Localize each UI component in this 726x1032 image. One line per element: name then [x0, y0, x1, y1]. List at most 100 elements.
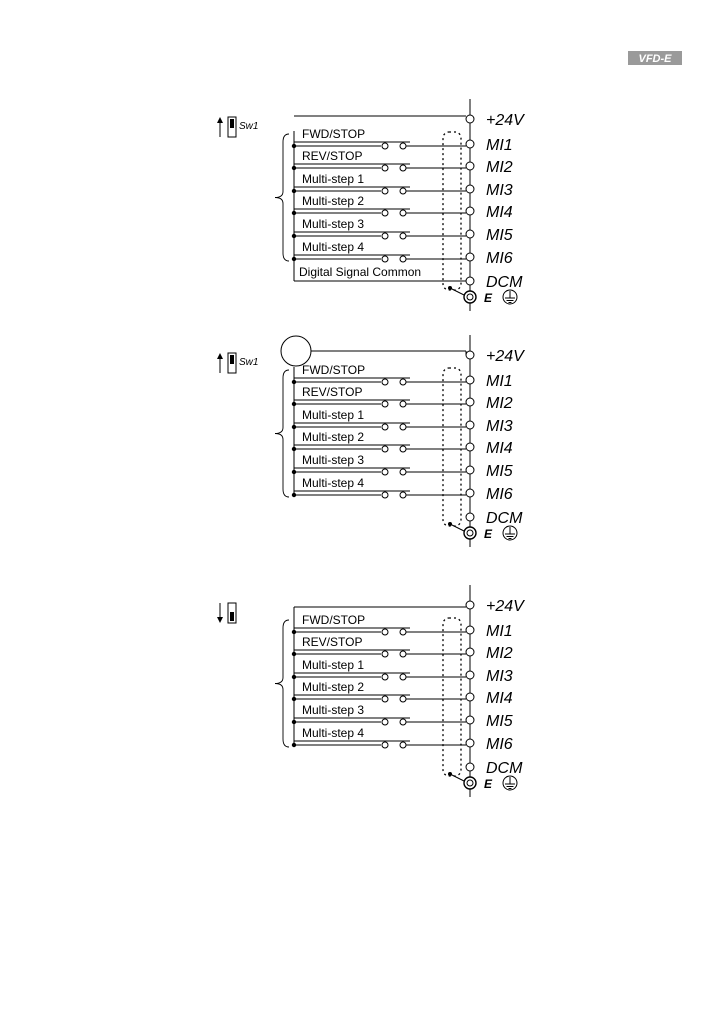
terminal-label: MI3: [486, 668, 513, 685]
shielded-cable: [442, 131, 462, 291]
switch-row-4: Multi-step 2: [291, 430, 466, 453]
arrow-down-icon-head: [217, 617, 223, 623]
switch-row-6: Multi-step 4: [291, 240, 466, 263]
switch-contact-right: [399, 673, 407, 681]
terminal-mi4: [465, 442, 475, 452]
switch-row-3: Multi-step 1: [291, 408, 466, 431]
terminal-label: MI3: [486, 182, 513, 199]
dip-switch-knob: [230, 119, 234, 128]
terminal-plus-24v: [465, 350, 475, 360]
ground-icon: [502, 525, 518, 541]
junction-dot: [291, 629, 297, 635]
switch-label: Multi-step 1: [302, 172, 364, 186]
terminal-label: DCM: [486, 510, 523, 527]
switch-contact-right: [399, 378, 407, 386]
terminal-label: MI1: [486, 373, 513, 390]
switch-contact-left: [381, 650, 389, 658]
switch-contact-right: [399, 423, 407, 431]
terminal-label: MI4: [486, 690, 513, 707]
terminal-label: +24V: [486, 112, 525, 129]
switch-contact-left: [381, 164, 389, 172]
terminal-label: +24V: [486, 348, 525, 365]
switch-label: REV/STOP: [302, 635, 362, 649]
terminal-mi6: [465, 252, 475, 262]
terminal-mi4: [465, 206, 475, 216]
switch-row-6: Multi-step 4: [291, 726, 466, 749]
switch-contact-right: [399, 650, 407, 658]
terminal-e-inner: [466, 529, 474, 537]
terminal-label: MI2: [486, 645, 513, 662]
switch-label: FWD/STOP: [302, 127, 365, 141]
terminal-label: +24V: [486, 598, 525, 615]
switch-row-5: Multi-step 3: [291, 217, 466, 240]
junction-dot: [291, 401, 297, 407]
junction-dot: [291, 379, 297, 385]
junction-dot: [291, 651, 297, 657]
switch-contact-left: [381, 142, 389, 150]
grouping-brace: [274, 133, 290, 262]
dip-switch-knob: [230, 355, 234, 364]
junction-dot: [291, 210, 297, 216]
switch-label: Multi-step 3: [302, 703, 364, 717]
shielded-cable: [442, 617, 462, 777]
switch-row-3: Multi-step 1: [291, 172, 466, 195]
terminal-mi5: [465, 229, 475, 239]
diagram-3: +24VMI1MI2MI3MI4MI5MI6DCMEFWD/STOPREV/ST…: [217, 585, 525, 797]
switch-label: Multi-step 1: [302, 658, 364, 672]
switch-contact-left: [381, 741, 389, 749]
terminal-label: DCM: [486, 274, 523, 291]
switch-row-6: Multi-step 4: [291, 476, 466, 499]
switch-contact-right: [399, 741, 407, 749]
switch-contact-left: [381, 491, 389, 499]
terminal-mi3: [465, 420, 475, 430]
terminal-label: MI5: [486, 713, 513, 730]
switch-contact-right: [399, 468, 407, 476]
terminal-label: E: [484, 291, 493, 305]
junction-dot: [291, 424, 297, 430]
switch-label: Multi-step 4: [302, 240, 364, 254]
junction-dot: [291, 446, 297, 452]
switch-contact-right: [399, 400, 407, 408]
logo-text: VFD-E: [639, 53, 673, 65]
terminal-label: MI6: [486, 486, 513, 503]
terminal-label: MI2: [486, 159, 513, 176]
dip-switch-label: Sw1: [239, 121, 258, 132]
junction-dot: [291, 742, 297, 748]
terminal-mi6: [465, 738, 475, 748]
terminal-label: E: [484, 527, 493, 541]
switch-row-3: Multi-step 1: [291, 658, 466, 681]
terminal-mi2: [465, 397, 475, 407]
switch-contact-right: [399, 187, 407, 195]
switch-label: Multi-step 3: [302, 217, 364, 231]
dip-switch-sw1: Sw1: [217, 352, 258, 374]
ground-icon: [502, 289, 518, 305]
switch-contact-right: [399, 209, 407, 217]
terminal-plus-24v: [465, 114, 475, 124]
switch-label: Multi-step 1: [302, 408, 364, 422]
terminal-label: MI5: [486, 463, 513, 480]
dip-switch-sw1: [217, 602, 237, 624]
junction-dot: [291, 469, 297, 475]
terminal-mi3: [465, 184, 475, 194]
switch-row-1: FWD/STOP: [291, 363, 466, 386]
switch-label: FWD/STOP: [302, 613, 365, 627]
switch-contact-left: [381, 209, 389, 217]
switch-contact-left: [381, 628, 389, 636]
dip-switch-label: Sw1: [239, 357, 258, 368]
terminal-dcm: [465, 276, 475, 286]
switch-contact-left: [381, 695, 389, 703]
switch-contact-right: [399, 142, 407, 150]
switch-contact-right: [399, 164, 407, 172]
terminal-label: MI6: [486, 250, 513, 267]
switch-label: Multi-step 4: [302, 726, 364, 740]
terminal-mi1: [465, 375, 475, 385]
switch-contact-right: [399, 628, 407, 636]
power-source-circle: [280, 335, 312, 367]
switch-contact-left: [381, 378, 389, 386]
switch-label: REV/STOP: [302, 149, 362, 163]
terminal-e-inner: [466, 779, 474, 787]
junction-dot: [291, 256, 297, 262]
switch-row-4: Multi-step 2: [291, 194, 466, 217]
